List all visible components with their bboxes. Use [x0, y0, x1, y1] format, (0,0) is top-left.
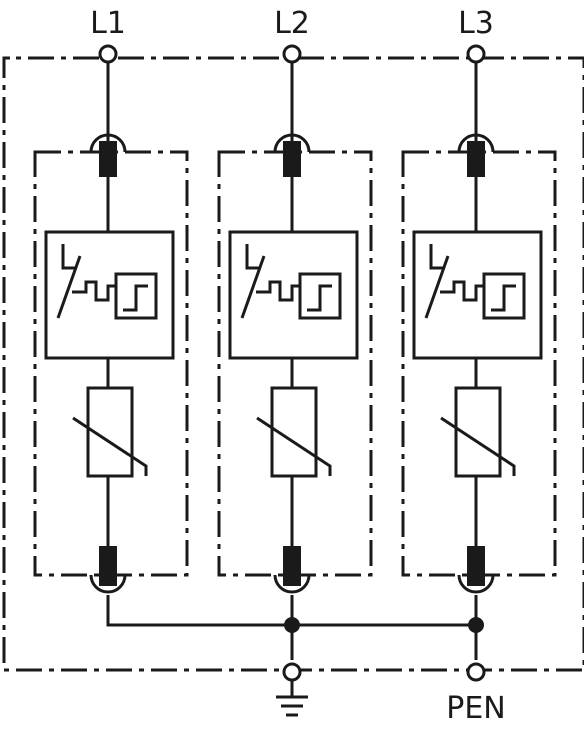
label-l1: L1	[90, 6, 126, 41]
common-bus	[106, 595, 476, 627]
terminal-l3	[466, 44, 486, 64]
junction-dot	[284, 617, 300, 633]
protection-module-l3	[401, 60, 557, 594]
label-l2: L2	[274, 6, 310, 41]
protection-module-l2	[217, 60, 373, 594]
ground-icon	[276, 680, 308, 717]
terminal-l2	[282, 44, 302, 64]
protection-module-l1	[33, 60, 189, 594]
label-l3: L3	[458, 6, 494, 41]
terminal-earth	[282, 662, 302, 682]
terminal-pen	[466, 662, 486, 682]
terminal-l1	[98, 44, 118, 64]
label-pen: PEN	[446, 691, 506, 726]
junction-dot	[468, 617, 484, 633]
